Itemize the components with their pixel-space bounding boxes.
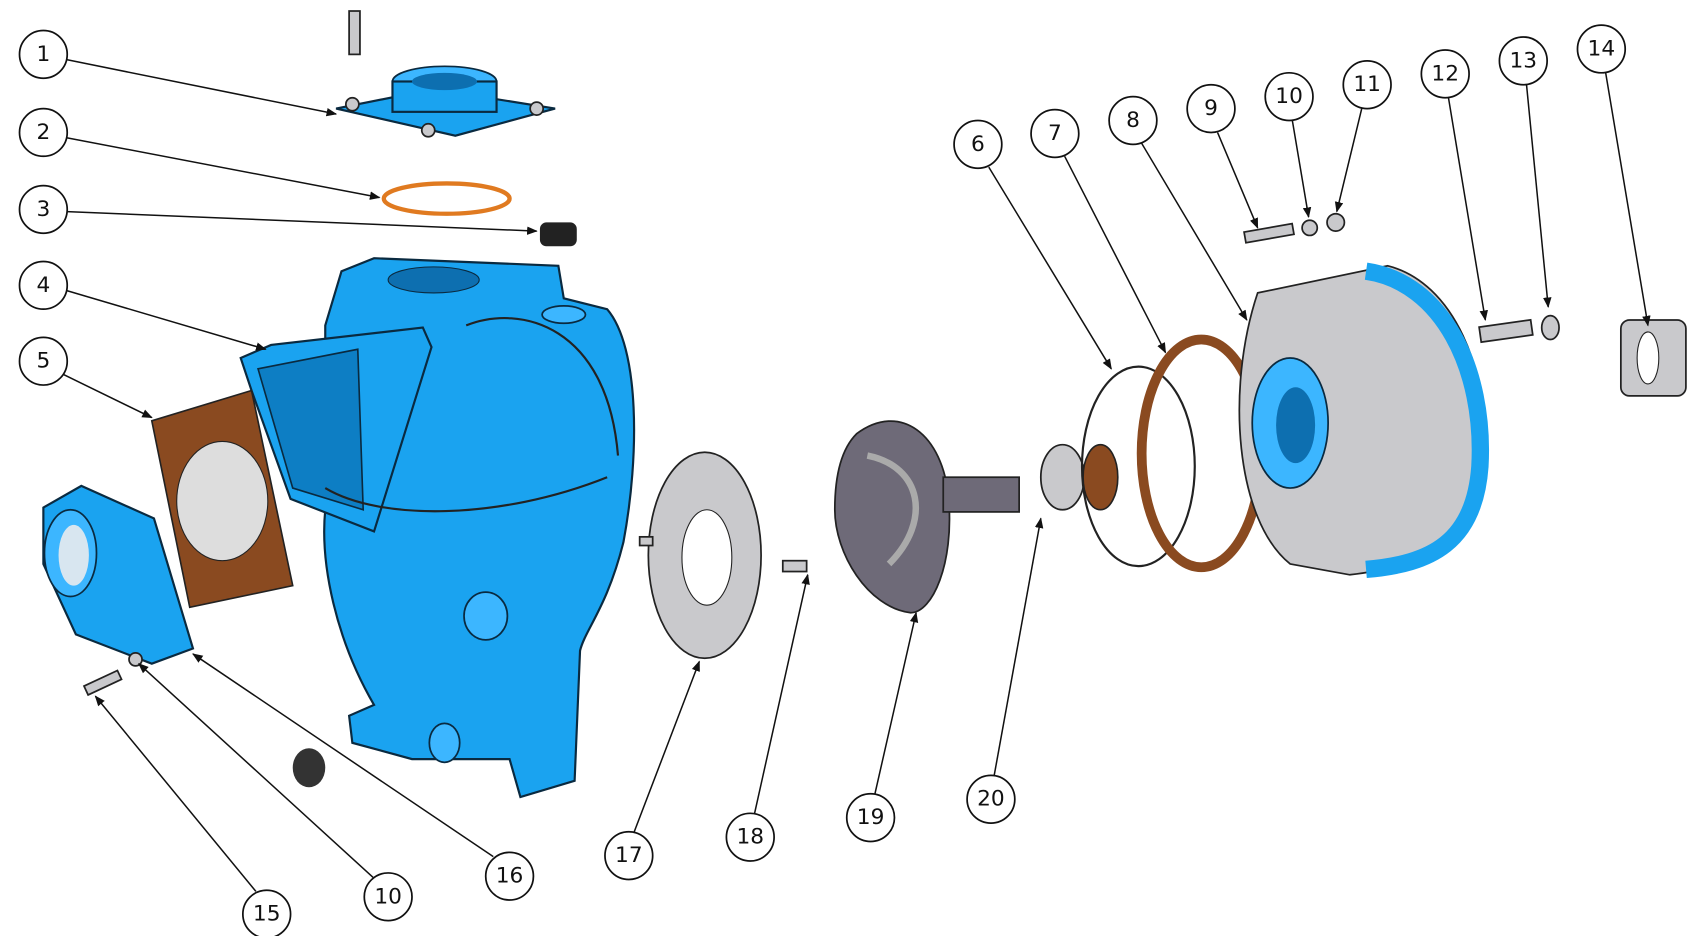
discharge-flange: [335, 10, 556, 138]
leader-lines: [62, 59, 1651, 892]
pump-casing: [239, 257, 636, 799]
svg-text:16: 16: [496, 864, 524, 889]
suction-flange-16: [42, 484, 195, 665]
callout-16: 16: [484, 851, 535, 901]
screw-18: [781, 559, 808, 573]
callout-18: 18: [725, 812, 775, 862]
washer-13: [1540, 314, 1560, 341]
svg-text:13: 13: [1509, 48, 1537, 73]
callout-8: 8: [1108, 95, 1158, 146]
bracket-8: [1238, 262, 1490, 579]
svg-text:2: 2: [36, 120, 50, 145]
svg-text:20: 20: [977, 787, 1005, 812]
callout-2: 2: [18, 107, 69, 158]
bolt-12: [1478, 318, 1534, 344]
callout-1: 1: [18, 29, 69, 80]
wear-plate-17: [638, 451, 762, 660]
oring-6: [1080, 365, 1196, 568]
plug-3: [539, 222, 577, 247]
svg-text:9: 9: [1204, 96, 1218, 121]
washer-10b: [128, 651, 143, 667]
callout-10: 10: [1264, 71, 1314, 122]
gasket-5: [150, 389, 294, 609]
callout-20: 20: [966, 774, 1016, 824]
svg-text:19: 19: [857, 805, 885, 830]
oring-2: [381, 181, 512, 216]
svg-text:8: 8: [1126, 108, 1140, 133]
svg-text:5: 5: [36, 349, 50, 374]
svg-text:10: 10: [1275, 84, 1303, 109]
callout-17: 17: [604, 830, 654, 881]
callout-9: 9: [1186, 83, 1236, 134]
svg-text:4: 4: [36, 273, 50, 298]
washer-10: [1301, 219, 1319, 237]
svg-text:11: 11: [1353, 72, 1381, 97]
callout-7: 7: [1030, 108, 1080, 159]
callout-12: 12: [1420, 49, 1470, 99]
svg-text:7: 7: [1048, 121, 1062, 146]
bolt-15: [82, 669, 123, 697]
svg-text:1: 1: [36, 42, 50, 67]
callout-19: 19: [845, 792, 896, 843]
callout-5: 5: [18, 336, 69, 386]
callout-15: 15: [241, 889, 292, 936]
svg-text:3: 3: [36, 197, 50, 222]
svg-text:14: 14: [1588, 36, 1616, 61]
callout-6: 6: [953, 119, 1003, 170]
callout-10-lower: 10: [363, 872, 413, 922]
plug: [292, 748, 326, 788]
seal-20: [1039, 443, 1119, 511]
svg-text:12: 12: [1431, 61, 1459, 86]
callout-3: 3: [18, 184, 69, 235]
impeller-19: [833, 420, 1020, 614]
callout-14: 14: [1576, 24, 1627, 74]
svg-text:10: 10: [374, 884, 402, 909]
callout-11: 11: [1342, 60, 1392, 110]
svg-text:6: 6: [971, 132, 985, 157]
callout-4: 4: [18, 260, 69, 311]
clamp-14: [1619, 319, 1687, 397]
stud-9: [1243, 222, 1295, 244]
svg-text:18: 18: [736, 825, 764, 850]
nut-11: [1326, 212, 1346, 232]
callout-13: 13: [1498, 36, 1548, 86]
svg-text:15: 15: [253, 902, 281, 927]
svg-text:17: 17: [615, 843, 643, 868]
